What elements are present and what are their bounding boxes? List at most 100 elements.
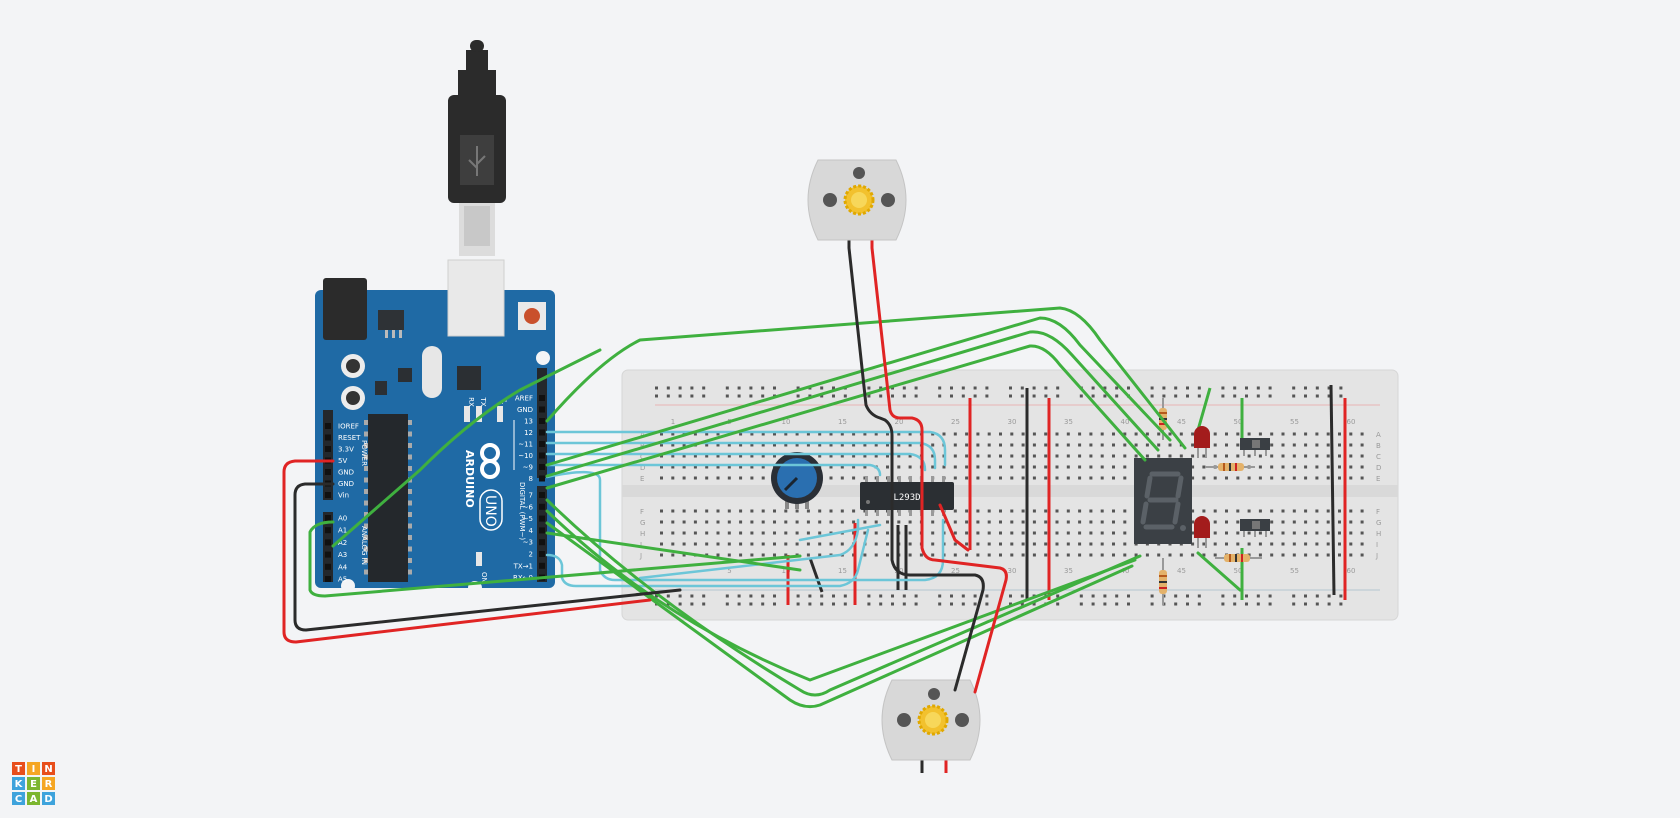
logo-letter: T (15, 764, 22, 775)
column-number-top: 20 (895, 418, 904, 426)
logo-letter: A (30, 794, 38, 805)
column-number-bottom: 10 (782, 567, 791, 575)
analog-pin-label: A1 (338, 527, 347, 535)
digital-pin-socket[interactable] (539, 492, 545, 498)
digital-pin-socket[interactable] (539, 418, 545, 424)
row-letter-right: J (1375, 552, 1378, 560)
row-letter-left: F (640, 508, 644, 516)
digital-pin-socket[interactable] (539, 429, 545, 436)
power-pin-label: 5V (338, 457, 347, 465)
row-letter-left: C (640, 453, 645, 461)
digital-pin-socket[interactable] (539, 406, 545, 413)
digital-pin-socket[interactable] (539, 562, 545, 569)
row-letter-right: B (1376, 442, 1381, 450)
row-letter-right: H (1376, 530, 1381, 538)
power-pin-label: 3.3V (338, 446, 354, 454)
digital-pin-socket[interactable] (539, 503, 545, 510)
analog-pin-socket[interactable] (325, 563, 331, 570)
digital-pin-socket[interactable] (539, 441, 545, 447)
reset-button[interactable] (524, 308, 540, 324)
resistor-horizontal-bottom[interactable] (1215, 554, 1262, 562)
seven-segment-display[interactable] (1134, 458, 1192, 544)
digital-pin-label: ~6 (523, 503, 534, 511)
l293d-chip[interactable]: L293D (860, 476, 954, 516)
power-pin-socket[interactable] (325, 434, 331, 441)
analog-pin-socket[interactable] (325, 539, 331, 546)
power-pin-label: Vin (338, 492, 349, 500)
dc-motor-bottom[interactable] (881, 679, 981, 773)
logo-letter: R (45, 779, 53, 790)
analog-pin-socket[interactable] (325, 515, 331, 521)
analog-pin-socket[interactable] (325, 551, 331, 558)
column-number-bottom: 30 (1008, 567, 1017, 575)
digital-pin-label: 12 (524, 429, 533, 437)
red-led-bottom[interactable] (1194, 516, 1210, 548)
analog-pin-label: A3 (338, 551, 347, 559)
row-letter-right: I (1376, 541, 1378, 549)
slide-switch-top[interactable] (1240, 438, 1270, 456)
red-led-top[interactable] (1194, 426, 1210, 458)
digital-pin-socket[interactable] (539, 551, 545, 557)
motor-gear-icon (843, 184, 875, 216)
led-tx-label: TX (479, 396, 487, 406)
digital-pin-label: 13 (524, 418, 533, 426)
breadboard-jumpers[interactable] (786, 384, 1347, 605)
logo-letter: E (30, 779, 37, 790)
digital-pin-socket[interactable] (539, 452, 545, 459)
column-number-bottom: 35 (1064, 567, 1073, 575)
usb-cable[interactable] (448, 40, 506, 256)
digital-pin-label: TX→1 (513, 562, 533, 570)
power-pin-socket[interactable] (325, 423, 331, 429)
row-letter-right: D (1376, 464, 1381, 472)
column-number-top: 50 (1234, 418, 1243, 426)
row-letter-left: J (639, 552, 642, 560)
digital-pin-socket[interactable] (539, 539, 545, 546)
column-number-top: 10 (782, 418, 791, 426)
row-letter-right: E (1376, 475, 1380, 483)
digital-header: DIGITAL (PWM~) (518, 482, 526, 540)
column-number-top: 35 (1064, 418, 1073, 426)
column-number-top: 45 (1177, 418, 1186, 426)
wires[interactable] (282, 246, 1242, 709)
analog-pin-label: A4 (338, 563, 348, 571)
analog-pin-socket[interactable] (325, 576, 331, 582)
digital-pin-label: 2 (529, 551, 533, 559)
logo-letter: C (15, 794, 22, 805)
power-pin-socket[interactable] (325, 492, 331, 498)
led-rx-label: RX (467, 397, 475, 407)
arduino-brand: ARDUINO (463, 450, 476, 508)
on-label: ON (480, 572, 488, 583)
resistor-vertical-bottom[interactable] (1159, 558, 1167, 605)
resistor-horizontal-top[interactable] (1205, 463, 1255, 471)
logo-letter: I (32, 764, 36, 775)
column-number-top: 15 (838, 418, 847, 426)
digital-pin-label: ~5 (523, 515, 533, 523)
slide-switch-bottom[interactable] (1240, 519, 1270, 537)
digital-pin-label: 4 (529, 527, 534, 535)
power-pin-label: IOREF (338, 423, 359, 431)
dc-motor-top[interactable] (807, 159, 907, 248)
row-letter-right: C (1376, 453, 1381, 461)
power-pin-label: GND (338, 469, 354, 477)
digital-pin-socket[interactable] (539, 464, 545, 470)
digital-pin-socket[interactable] (539, 395, 545, 401)
power-pin-socket[interactable] (325, 446, 331, 452)
digital-pin-label: ~10 (518, 452, 533, 460)
analog-pin-label: A0 (338, 515, 347, 523)
column-number-top: 60 (1347, 418, 1356, 426)
digital-pin-socket[interactable] (539, 515, 545, 522)
row-letter-left: I (640, 541, 642, 549)
arduino-model: UNO (482, 495, 498, 527)
column-number-bottom: 50 (1234, 567, 1243, 575)
digital-pin-socket[interactable] (539, 475, 545, 482)
row-letter-left: H (640, 530, 645, 538)
column-number-bottom: 45 (1177, 567, 1186, 575)
arduino-uno-board[interactable]: RX TX L ON ARDUINO UNO IOREFRESET3.3V5VG… (315, 259, 555, 595)
power-pin-socket[interactable] (325, 469, 331, 475)
analog-pin-label: A2 (338, 539, 347, 547)
analog-pin-socket[interactable] (325, 527, 331, 534)
digital-pin-socket[interactable] (539, 527, 545, 534)
column-number-bottom: 60 (1347, 567, 1356, 575)
